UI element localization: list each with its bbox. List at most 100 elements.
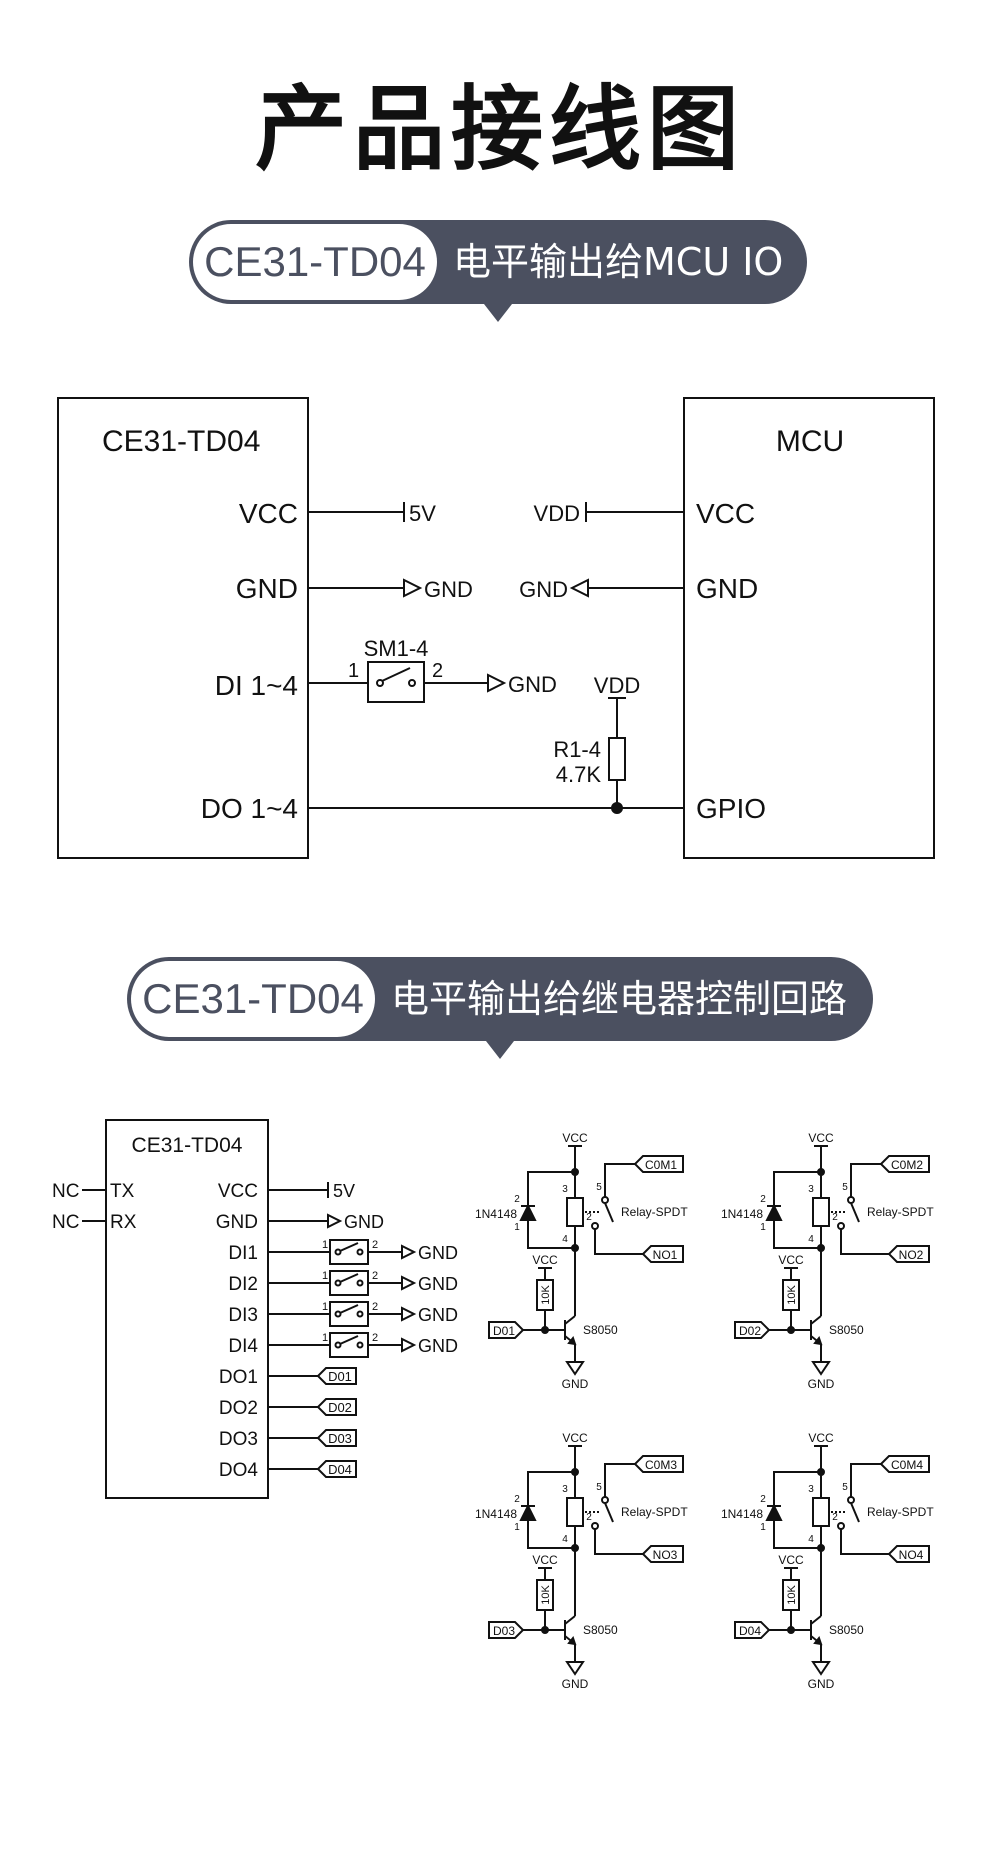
switch-contact bbox=[376, 679, 384, 687]
tag-outline bbox=[316, 1429, 357, 1447]
com-wire bbox=[850, 1463, 881, 1497]
tag-outline bbox=[734, 1321, 771, 1339]
input-label: D04 bbox=[739, 1624, 761, 1638]
switch-pin-2: 2 bbox=[372, 1301, 378, 1313]
input-tag bbox=[488, 1621, 525, 1639]
transistor-collector bbox=[810, 1315, 822, 1325]
tag-outline bbox=[734, 1621, 771, 1639]
diode-symbol bbox=[765, 1503, 783, 1521]
emitter-arrow bbox=[567, 1635, 577, 1646]
label-gnd: GND bbox=[508, 672, 557, 697]
module-pin: GND bbox=[216, 1212, 258, 1233]
com-label: C0M4 bbox=[891, 1458, 923, 1472]
pin-label: 2 bbox=[760, 1494, 766, 1505]
input-label: D02 bbox=[739, 1324, 761, 1338]
label-gnd: GND bbox=[418, 1274, 458, 1294]
do-tag bbox=[316, 1429, 357, 1447]
module-pin: DO1 bbox=[219, 1367, 258, 1388]
com-label: C0M1 bbox=[645, 1158, 677, 1172]
label-5v: 5V bbox=[409, 501, 436, 526]
tag-outline bbox=[879, 1455, 930, 1473]
pin-label: 5 bbox=[596, 1182, 602, 1193]
vcc-label: VCC bbox=[778, 1553, 804, 1567]
resistor-label: R1-4 bbox=[553, 737, 601, 762]
label-gnd: GND bbox=[418, 1243, 458, 1263]
ground-symbol bbox=[401, 1275, 417, 1291]
module-pin: DO2 bbox=[219, 1398, 258, 1419]
transistor-collector bbox=[564, 1615, 576, 1625]
banner-pointer bbox=[484, 304, 512, 322]
mcu-title: MCU bbox=[776, 425, 844, 458]
banner-description: 电平输出给MCU IO bbox=[453, 240, 784, 284]
relay-contact bbox=[591, 1522, 599, 1530]
switch-pin-1: 1 bbox=[322, 1332, 328, 1344]
pin-label: 5 bbox=[842, 1482, 848, 1493]
do-tag bbox=[316, 1367, 357, 1385]
resistor-label: 10K bbox=[540, 1285, 552, 1305]
module-pin-do: DO 1~4 bbox=[201, 793, 298, 824]
no-label: NO3 bbox=[653, 1548, 678, 1562]
switch-lever bbox=[339, 1273, 359, 1283]
transistor-label: S8050 bbox=[583, 1323, 618, 1337]
label-gnd: GND bbox=[424, 577, 473, 602]
module-pin: DI2 bbox=[228, 1274, 258, 1295]
mcu-pin-vcc: VCC bbox=[696, 498, 755, 529]
nc-rx-label: NC bbox=[52, 1212, 79, 1233]
switch-contact bbox=[334, 1310, 342, 1318]
tx-pin: TX bbox=[110, 1181, 135, 1202]
vcc-label: VCC bbox=[778, 1253, 804, 1267]
diode-label: 1N4148 bbox=[475, 1207, 517, 1221]
module-title: CE31-TD04 bbox=[132, 1134, 243, 1157]
relay-contact bbox=[837, 1222, 845, 1230]
label-5v: 5V bbox=[333, 1181, 355, 1201]
relay-arm bbox=[850, 1202, 860, 1223]
com-tag bbox=[633, 1155, 684, 1173]
module-pin-gnd: GND bbox=[236, 573, 298, 604]
section-banner-mcu: CE31-TD04 电平输出给MCU IO bbox=[189, 220, 807, 322]
pin-label: 2 bbox=[760, 1194, 766, 1205]
no-label: NO4 bbox=[899, 1548, 924, 1562]
emitter-arrow bbox=[813, 1335, 823, 1346]
relay-arm bbox=[850, 1502, 860, 1523]
do-tag bbox=[316, 1398, 357, 1416]
pin-label: 2 bbox=[832, 1212, 838, 1223]
vcc-label: VCC bbox=[562, 1131, 588, 1145]
junction-dot bbox=[611, 802, 623, 814]
input-tag bbox=[734, 1621, 771, 1639]
pin-label: 4 bbox=[808, 1534, 814, 1545]
relay-arm bbox=[604, 1502, 614, 1523]
no-tag bbox=[641, 1245, 684, 1263]
mcu-pin-gpio: GPIO bbox=[696, 793, 766, 824]
transistor-label: S8050 bbox=[583, 1623, 618, 1637]
switch-lever bbox=[339, 1335, 359, 1345]
switch-contact bbox=[356, 1341, 364, 1349]
vcc-label: VCC bbox=[532, 1253, 558, 1267]
pin-label: 5 bbox=[842, 1182, 848, 1193]
input-label: D03 bbox=[493, 1624, 515, 1638]
pin-label: 4 bbox=[562, 1534, 568, 1545]
tag-outline bbox=[316, 1398, 357, 1416]
relay-circuit-4: VCC1N41482134Relay-SPDT52C0M4NO4VCC10KD0… bbox=[721, 1431, 934, 1691]
switch-lever bbox=[339, 1304, 359, 1314]
relay-wiring-diagram: CE31-TD04 NC TX NC RX 5V GND VCCGNDDI1DI… bbox=[52, 1119, 458, 1499]
relay-circuit-3: VCC1N41482134Relay-SPDT52C0M3NO3VCC10KD0… bbox=[475, 1431, 688, 1691]
pin-label: 3 bbox=[808, 1484, 814, 1495]
no-wire bbox=[840, 1229, 889, 1255]
relay-contact bbox=[601, 1196, 609, 1204]
label-gnd: GND bbox=[418, 1305, 458, 1325]
pin-label: 1 bbox=[514, 1222, 520, 1233]
module-pin: DO4 bbox=[219, 1460, 259, 1481]
module-pin-vcc: VCC bbox=[239, 498, 298, 529]
com-tag bbox=[633, 1455, 684, 1473]
gnd-label: GND bbox=[562, 1377, 589, 1391]
label-gnd: GND bbox=[519, 577, 568, 602]
ground-symbol bbox=[401, 1337, 417, 1353]
relay-label: Relay-SPDT bbox=[621, 1505, 688, 1519]
input-tag bbox=[488, 1321, 525, 1339]
relay-circuits: VCC1N41482134Relay-SPDT52C0M1NO1VCC10KD0… bbox=[475, 1131, 934, 1691]
pin-label: 4 bbox=[562, 1234, 568, 1245]
diode-label: 1N4148 bbox=[721, 1507, 763, 1521]
ground-symbol bbox=[565, 1661, 585, 1676]
ground-symbol bbox=[565, 1361, 585, 1376]
